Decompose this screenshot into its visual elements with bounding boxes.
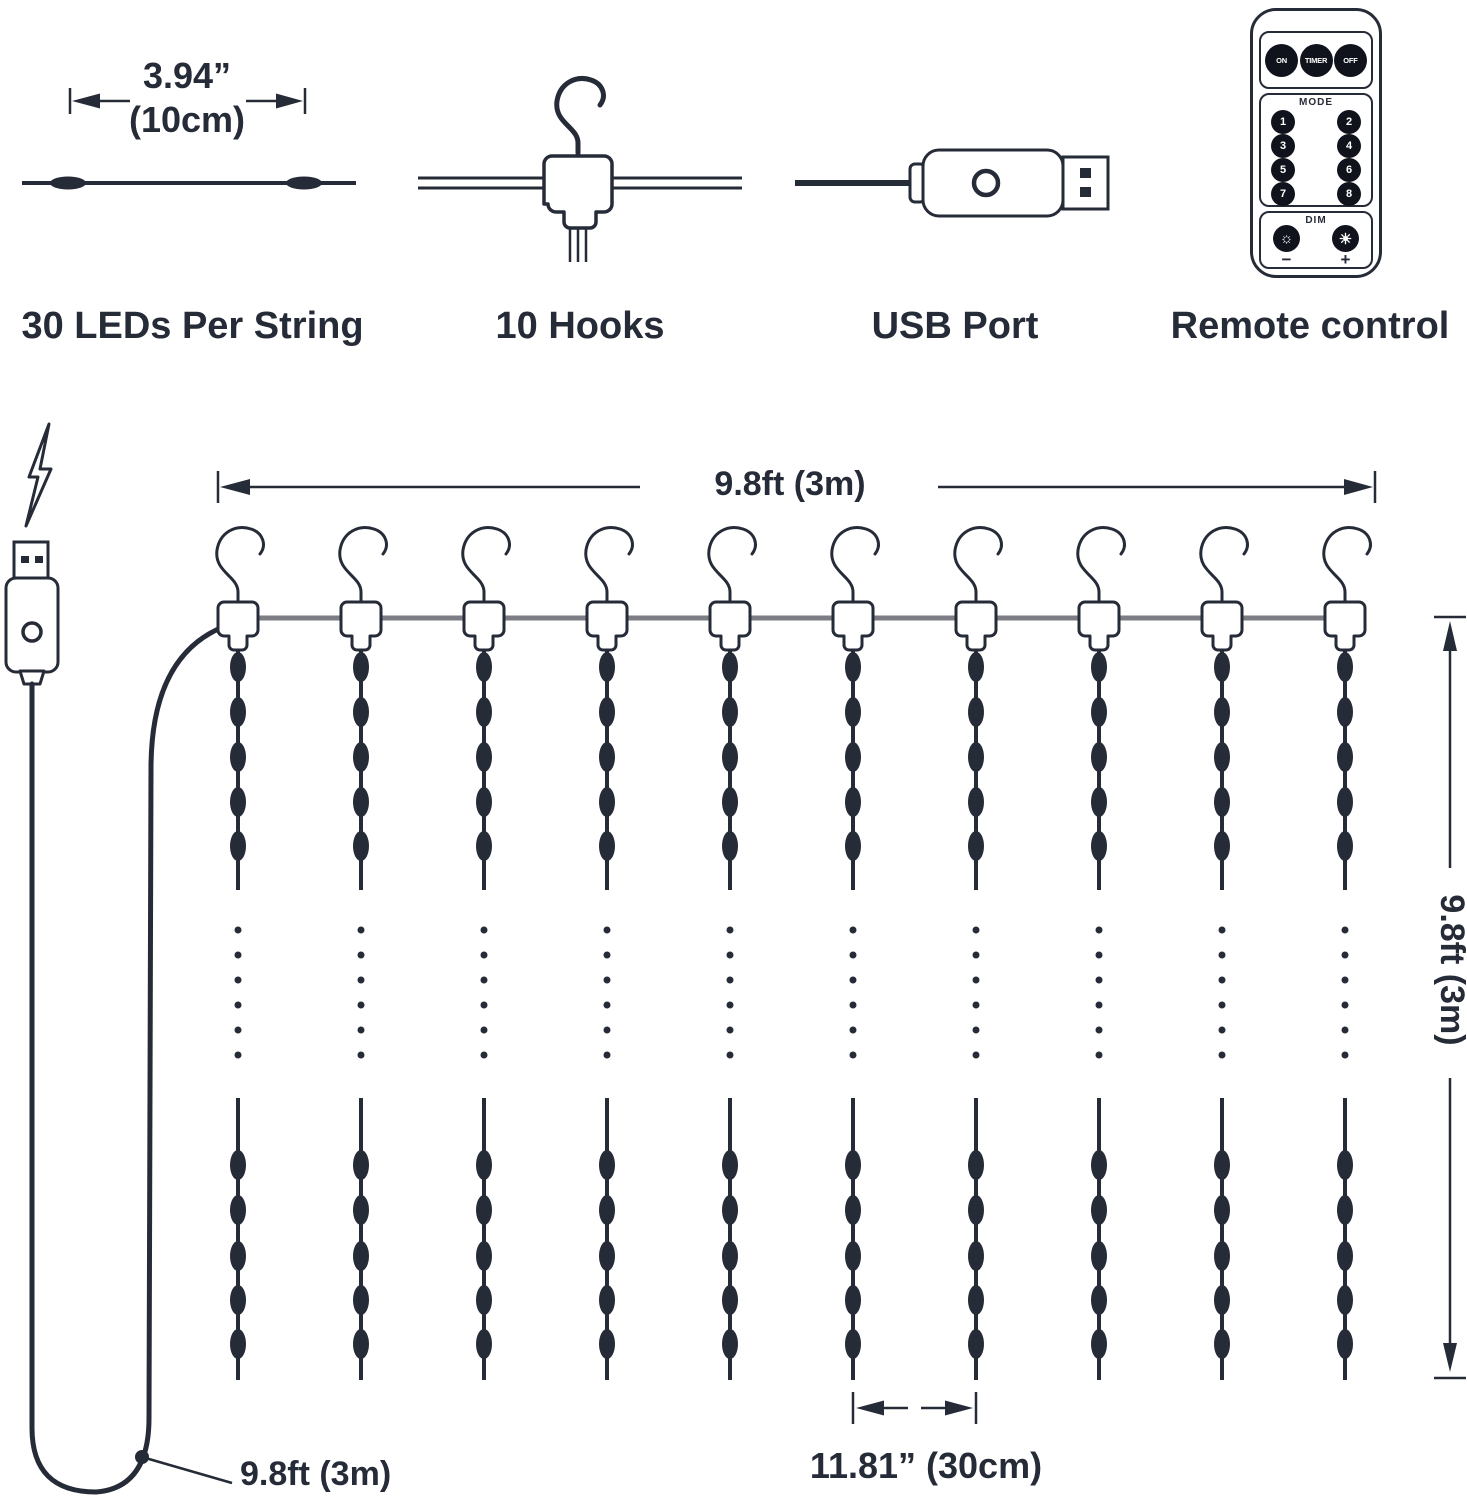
remote-mode-label: MODE	[1299, 97, 1333, 108]
light-string	[1214, 650, 1230, 1380]
usb-plug-icon	[795, 148, 1110, 218]
height-dimension-label: 9.8ft (3m)	[1433, 894, 1467, 1046]
hanging-hook	[461, 526, 511, 652]
light-string	[353, 650, 369, 1380]
width-dimension	[216, 471, 1377, 503]
led-string-icon	[22, 176, 356, 190]
dim-decrease-icon: ☼	[1273, 225, 1300, 252]
light-string	[1337, 650, 1353, 1380]
light-string	[968, 650, 984, 1380]
hanging-hook	[584, 526, 634, 652]
remote-power-group: ON TIMER OFF	[1259, 31, 1373, 89]
hanging-hook	[1076, 526, 1126, 652]
dim-plus-sign: +	[1340, 250, 1351, 269]
remote-button-timer: TIMER	[1299, 43, 1333, 77]
hanging-hook	[215, 526, 265, 652]
led-spacing-metric: (10cm)	[128, 99, 246, 140]
remote-button-mode-3: 3	[1271, 134, 1295, 158]
dim-increase-icon: ☀	[1332, 225, 1359, 252]
light-string	[599, 650, 615, 1380]
light-string	[845, 650, 861, 1380]
hanging-hook	[338, 526, 388, 652]
remote-button-mode-7: 7	[1271, 182, 1295, 206]
light-string	[722, 650, 738, 1380]
hanging-hook	[830, 526, 880, 652]
hanging-hook	[953, 526, 1003, 652]
hanging-hook	[1322, 526, 1372, 652]
remote-button-mode-6: 6	[1337, 158, 1361, 182]
width-dimension-label: 9.8ft (3m)	[714, 465, 866, 503]
usb-power-plug	[4, 540, 60, 686]
remote-button-mode-1: 1	[1271, 110, 1295, 134]
dim-minus-sign: −	[1281, 250, 1292, 269]
remote-button-mode-8: 8	[1337, 182, 1361, 206]
feature-label-leds: 30 LEDs Per String	[21, 305, 364, 347]
remote-dim-label: DIM	[1305, 215, 1327, 226]
curtain-lights	[215, 526, 1372, 1380]
remote-control: ON TIMER OFF MODE 1 2 3 4 5 6 7 8 DIM ☼ …	[1250, 8, 1382, 278]
height-dimension	[1434, 615, 1466, 1380]
feature-label-remote: Remote control	[1170, 305, 1450, 347]
light-string	[230, 650, 246, 1380]
remote-button-mode-2: 2	[1337, 110, 1361, 134]
remote-button-off: OFF	[1334, 43, 1367, 77]
feature-label-hooks: 10 Hooks	[495, 305, 665, 347]
lightning-bolt-icon	[24, 422, 53, 528]
lead-dimension-leader	[141, 1455, 233, 1485]
hanging-hook	[707, 526, 757, 652]
remote-button-on: ON	[1265, 43, 1298, 77]
spacing-dimension	[851, 1392, 978, 1424]
led-spacing-dimension	[68, 88, 307, 114]
remote-mode-group: MODE 1 2 3 4 5 6 7 8	[1259, 93, 1373, 207]
remote-button-mode-5: 5	[1271, 158, 1295, 182]
hanging-hook	[1199, 526, 1249, 652]
spacing-dimension-label: 11.81” (30cm)	[809, 1445, 1043, 1486]
light-string	[476, 650, 492, 1380]
power-cable	[29, 620, 237, 1495]
light-string	[1091, 650, 1107, 1380]
feature-label-usb: USB Port	[871, 305, 1039, 347]
remote-mode-buttons: 1 2 3 4 5 6 7 8	[1271, 110, 1361, 206]
remote-button-mode-4: 4	[1337, 134, 1361, 158]
remote-dim-group: DIM ☼ − ☀ +	[1259, 211, 1373, 269]
lead-cable-label: 9.8ft (3m)	[240, 1455, 392, 1493]
led-spacing-value: 3.94”	[142, 55, 232, 96]
hook-icon	[418, 76, 742, 262]
